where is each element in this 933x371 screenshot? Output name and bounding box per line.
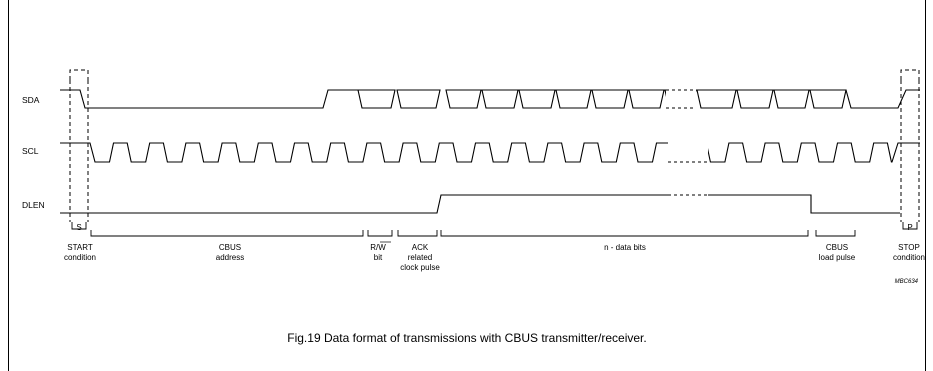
sda-bit-cell-1 xyxy=(357,89,396,109)
data-bits-bracket xyxy=(440,230,809,237)
scl-waveform xyxy=(60,138,920,168)
rw-label-1: R/W xyxy=(370,243,386,252)
start-condition-box-top xyxy=(69,69,89,80)
start-marker-bracket xyxy=(71,222,87,230)
stop-condition-box-top xyxy=(900,69,920,80)
sda-bit-cell-8 xyxy=(628,89,665,109)
scl-signal-label: SCL xyxy=(22,146,39,156)
load-pulse-label-1: CBUS xyxy=(826,243,848,252)
scl-clock-path xyxy=(60,142,920,163)
sda-bit-cell-11 xyxy=(736,89,774,109)
start-condition-label-1: START xyxy=(67,243,93,252)
dlen-signal-label: DLEN xyxy=(22,200,45,210)
sda-signal-label: SDA xyxy=(22,95,40,105)
dlen-waveform xyxy=(60,190,900,214)
sda-bit-cell-2 xyxy=(396,89,441,109)
sda-bit-cell-4 xyxy=(481,89,519,109)
ack-label-3: clock pulse xyxy=(400,263,440,272)
data-bits-label: n - data bits xyxy=(604,243,646,252)
stop-condition-label-1: STOP xyxy=(898,243,920,252)
sda-bit-cell-6 xyxy=(555,89,592,109)
scl-break-mask xyxy=(668,138,708,168)
ack-label-1: ACK xyxy=(412,243,429,252)
address-label-1: CBUS xyxy=(219,243,241,252)
start-marker-label: S xyxy=(76,223,81,232)
load-pulse-bracket xyxy=(815,230,856,237)
stop-condition-label-2: condition xyxy=(893,253,925,262)
ack-label-2: related xyxy=(408,253,432,262)
address-bracket xyxy=(90,230,364,237)
load-pulse-label-2: load pulse xyxy=(819,253,856,262)
rw-bit-bracket xyxy=(367,230,393,237)
sda-end-path xyxy=(845,89,920,109)
figure-code: MBC634 xyxy=(895,279,919,285)
sda-bit-cell-3 xyxy=(445,89,482,109)
sda-bit-cell-10 xyxy=(696,89,737,109)
sda-bit-cell-5 xyxy=(518,89,556,109)
sda-bit-cell-13 xyxy=(809,89,847,109)
rw-label-2: bit xyxy=(374,253,383,262)
address-label-2: address xyxy=(216,253,244,262)
start-condition-label-2: condition xyxy=(64,253,96,262)
figure-caption: Fig.19 Data format of transmissions with… xyxy=(287,331,646,345)
ack-bracket xyxy=(397,230,438,237)
sda-bit-cell-7 xyxy=(591,89,629,109)
stop-marker-label: P xyxy=(907,223,912,232)
dlen-path xyxy=(60,194,900,214)
stop-marker-bracket xyxy=(902,222,918,230)
sda-start-address-path xyxy=(60,89,358,109)
sda-waveform xyxy=(60,86,920,112)
sda-bit-cell-12 xyxy=(773,89,810,109)
